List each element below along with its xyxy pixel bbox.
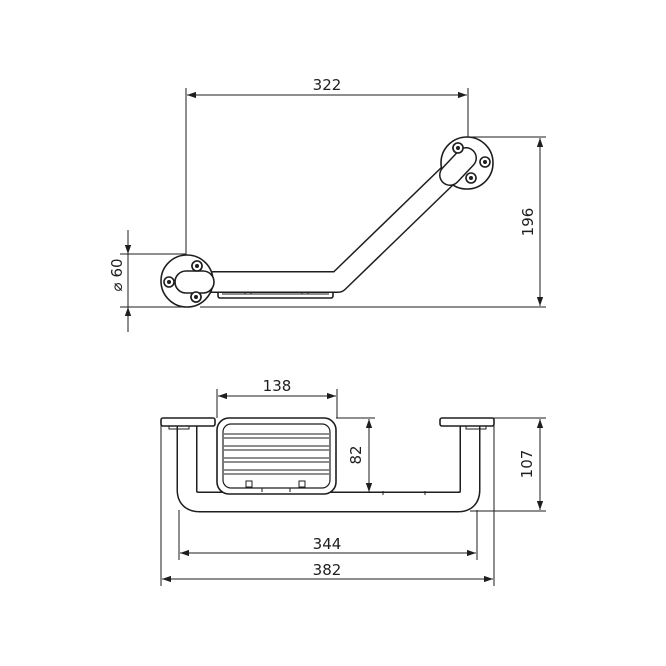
dim-322-label: 322 <box>313 76 342 94</box>
dim-60-label: 60 <box>108 258 126 277</box>
dimension-107: 107 <box>470 417 546 512</box>
front-u-bar <box>176 425 481 513</box>
dimension-322: 322 <box>185 76 469 258</box>
dimension-diameter-60: ⌀ 60 <box>108 230 186 332</box>
top-left-flange <box>160 254 215 308</box>
dimension-196: 196 <box>200 136 546 308</box>
dimension-382: 382 <box>160 425 495 586</box>
dim-344-label: 344 <box>313 535 342 553</box>
front-right-flange <box>439 417 495 430</box>
dim-107-label: 107 <box>518 450 536 479</box>
dim-diameter-symbol: ⌀ <box>108 282 126 291</box>
dim-382-label: 382 <box>313 561 342 579</box>
top-right-flange <box>439 136 494 190</box>
dim-196-label: 196 <box>519 208 537 237</box>
top-grab-bar <box>175 147 477 293</box>
front-left-flange <box>160 417 216 430</box>
dim-138-label: 138 <box>263 377 292 395</box>
top-view: 322 196 ⌀ 60 <box>108 76 546 332</box>
dimension-82: 82 <box>336 417 375 494</box>
front-soap-basket <box>216 417 337 495</box>
dimension-138: 138 <box>216 377 338 418</box>
dim-82-label: 82 <box>347 445 365 464</box>
basket-slats <box>224 433 329 475</box>
dimension-344: 344 <box>178 510 478 560</box>
front-view: 138 82 107 344 382 <box>160 377 546 586</box>
